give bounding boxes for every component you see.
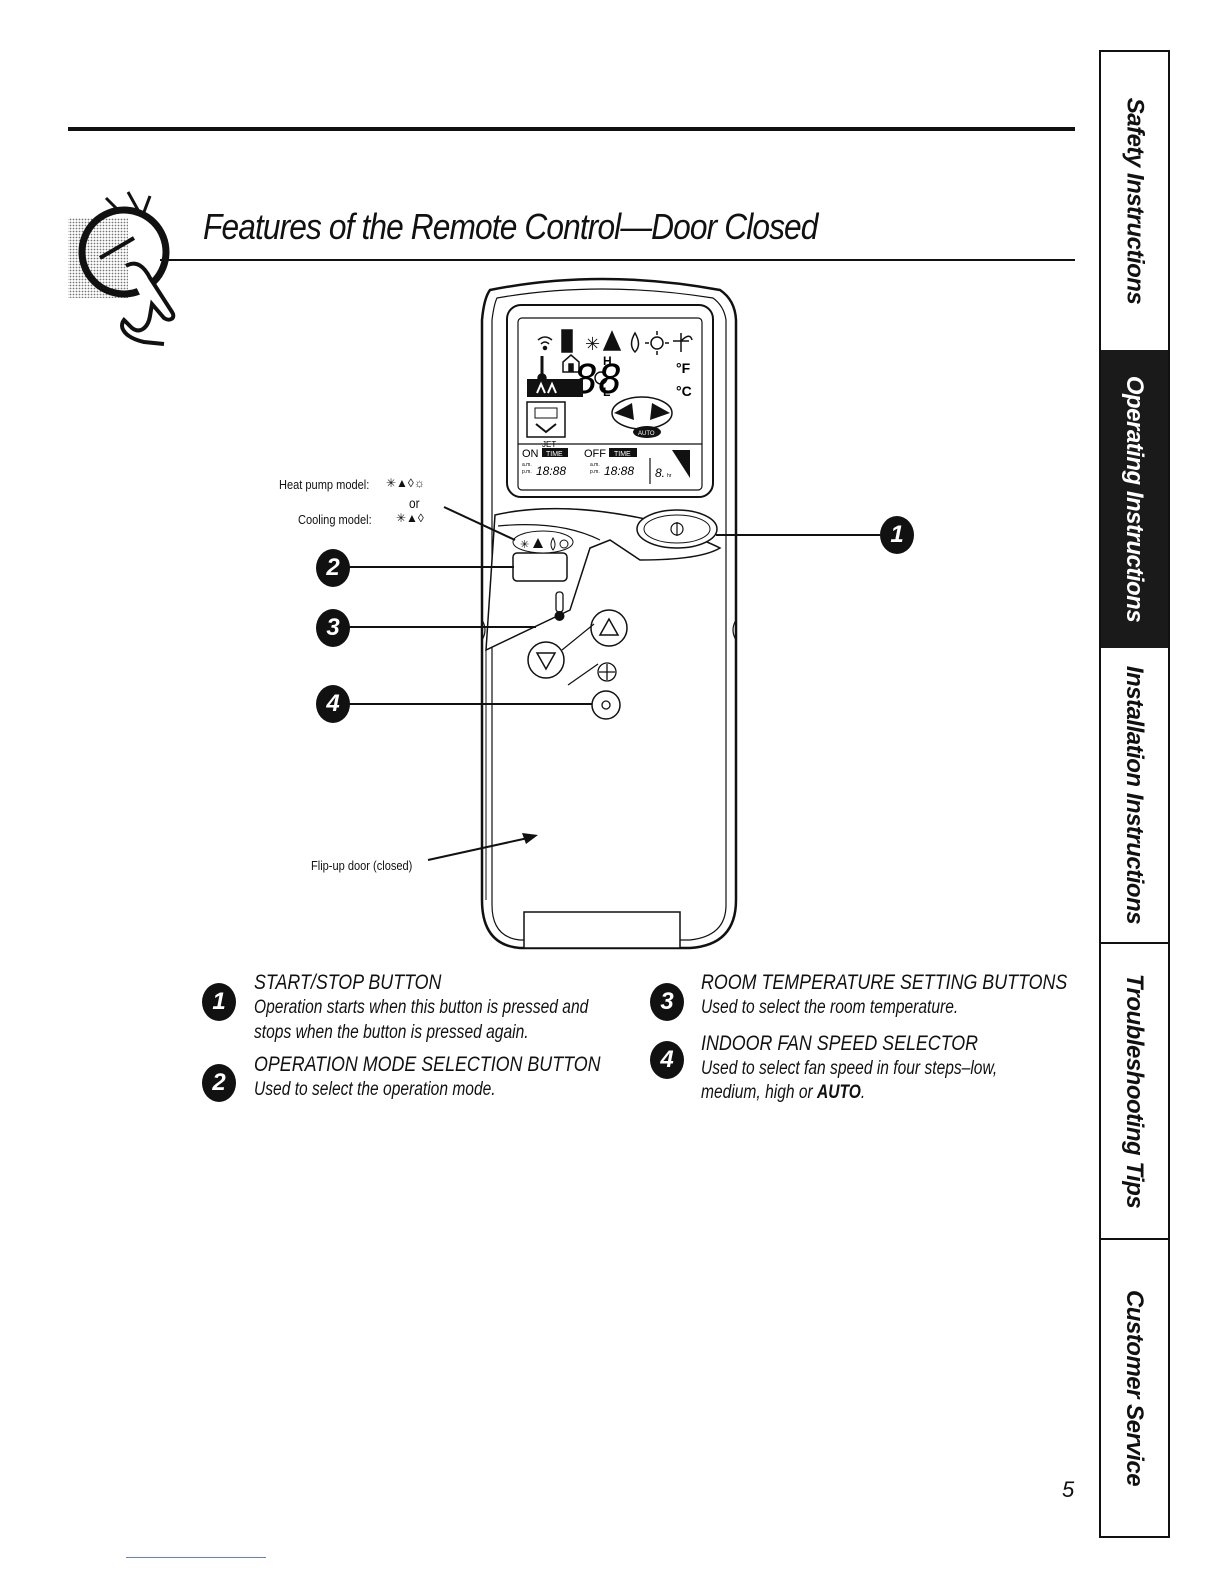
temp-down-button <box>527 641 565 679</box>
callout-4: 4 <box>316 685 350 723</box>
heat-pump-icons: ✳▲◊☼ <box>386 476 425 490</box>
touch-hand-icon <box>68 191 176 346</box>
fan-desc-1: Used to select fan speed in four steps–l… <box>701 1058 998 1079</box>
sidebar-tab-installation[interactable]: Installation Instructions <box>1121 665 1149 925</box>
start-stop-desc-2: stops when the button is pressed again. <box>254 1022 529 1043</box>
temp-up-button <box>590 609 628 647</box>
sidebar-tab-safety[interactable]: Safety Instructions <box>1121 97 1149 305</box>
sidebar-divider-2 <box>1101 1238 1168 1240</box>
temp-desc: Used to select the room temperature. <box>701 997 959 1018</box>
footer-line <box>126 1557 266 1558</box>
cooling-label: Cooling model: <box>298 512 372 527</box>
svg-text:✳: ✳ <box>585 334 600 354</box>
fan-high-label: H <box>603 354 612 368</box>
flip-door-label: Flip-up door (closed) <box>311 858 413 873</box>
start-stop-heading: START/STOP BUTTON <box>254 971 442 994</box>
section-sidebar: Safety Instructions Operating Instructio… <box>1099 50 1170 1538</box>
sidebar-tab-troubleshooting[interactable]: Troubleshooting Tips <box>1121 973 1149 1209</box>
fan-heading: INDOOR FAN SPEED SELECTOR <box>701 1032 979 1055</box>
time-label-off: TIME <box>614 451 631 458</box>
callout-3: 3 <box>316 609 350 647</box>
or-label: or <box>409 495 420 511</box>
temp-heading: ROOM TEMPERATURE SETTING BUTTONS <box>701 971 1068 994</box>
mode-heading: OPERATION MODE SELECTION BUTTON <box>254 1053 601 1076</box>
page-title: Features of the Remote Control—Door Clos… <box>203 206 818 247</box>
pm-label-2: p.m. <box>590 469 600 475</box>
sidebar-divider <box>1101 942 1168 944</box>
title-rule <box>160 259 1075 261</box>
off-label: OFF <box>584 448 606 460</box>
fan-low-label: L <box>603 385 610 399</box>
callout-1: 1 <box>880 516 914 554</box>
fan-speed-button <box>591 690 621 720</box>
sleep-unit: hr <box>667 473 672 479</box>
desc-1-number: 1 <box>202 983 236 1021</box>
heat-pump-label: Heat pump model: <box>279 477 370 492</box>
start-stop-desc-1: Operation starts when this button is pre… <box>254 997 589 1018</box>
unit-f: °F <box>676 360 691 376</box>
sidebar-tab-operating[interactable]: Operating Instructions <box>1101 350 1168 648</box>
page-number: 5 <box>1062 1477 1075 1502</box>
fan-desc-2: medium, high or AUTO. <box>701 1082 866 1103</box>
desc-4-number: 4 <box>650 1041 684 1079</box>
callout-2: 2 <box>316 549 350 587</box>
cooling-icons: ✳▲◊ <box>396 511 424 525</box>
top-rule <box>68 127 1075 131</box>
mode-desc: Used to select the operation mode. <box>254 1079 496 1100</box>
desc-2-number: 2 <box>202 1064 236 1102</box>
am-label: a.m. <box>522 462 532 468</box>
mode-button <box>512 552 568 582</box>
svg-text:✳: ✳ <box>520 539 529 551</box>
sleep-digits: 8. <box>655 466 665 480</box>
timer-on-digits: 18:88 <box>536 464 566 478</box>
auto-label: AUTO <box>638 431 655 437</box>
time-label-on: TIME <box>546 451 563 458</box>
unit-c: °C <box>676 383 692 399</box>
mode-icon-row: ✳ <box>537 329 693 355</box>
on-label: ON <box>522 448 539 460</box>
timer-off-digits: 18:88 <box>604 464 634 478</box>
am-label-2: a.m. <box>590 462 600 468</box>
pm-label: p.m. <box>522 469 532 475</box>
sidebar-tab-customer[interactable]: Customer Service <box>1121 1289 1149 1487</box>
desc-3-number: 3 <box>650 983 684 1021</box>
